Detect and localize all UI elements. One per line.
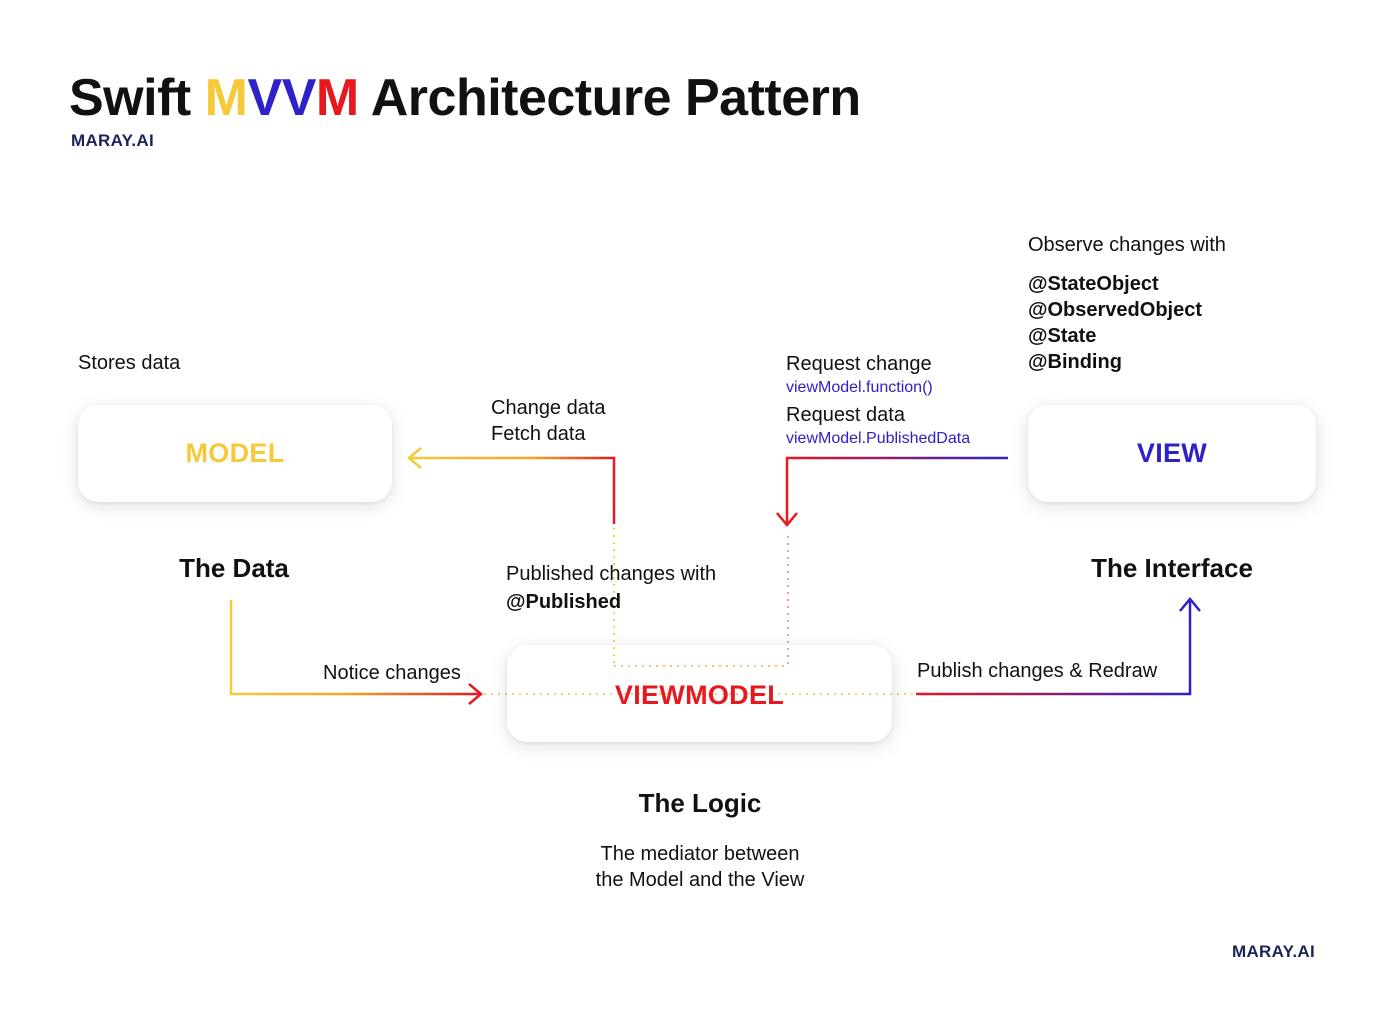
view-note: Observe changes with <box>1028 234 1226 256</box>
wrapper-state: @State <box>1028 325 1097 347</box>
wrapper-binding: @Binding <box>1028 351 1122 373</box>
arrowhead-vm-left <box>468 683 483 705</box>
arrow-model-to-vm <box>229 600 480 696</box>
title-letter-m1: M <box>204 69 248 127</box>
model-label: MODEL <box>185 438 285 468</box>
viewmodel-label: VIEWMODEL <box>614 680 785 710</box>
edge-label-notice-changes: Notice changes <box>323 662 461 684</box>
model-node: MODEL <box>78 405 392 502</box>
viewmodel-description-line1: The mediator between <box>600 843 800 865</box>
model-caption: The Data <box>179 553 289 583</box>
arrow-vm-to-model <box>410 456 616 524</box>
edge-label-publish-redraw: Publish changes & Redraw <box>917 660 1158 682</box>
arrowhead-view <box>1179 597 1201 612</box>
title-suffix: Architecture Pattern <box>370 69 861 127</box>
arrowhead-vm-top <box>776 512 798 527</box>
title-prefix: Swift <box>69 69 191 127</box>
edge-label-fetch-data: Fetch data <box>491 423 586 445</box>
arrowhead-model <box>407 447 422 469</box>
viewmodel-description: The mediator between the Model and the V… <box>596 841 805 893</box>
view-wrappers: @StateObject @ObservedObject @State @Bin… <box>1028 271 1202 375</box>
edge-label-change-fetch: Change data Fetch data <box>491 395 606 447</box>
page-title: Swift MVVM Architecture Pattern <box>69 66 861 130</box>
edge-label-requests: Request change viewModel.function() Requ… <box>786 351 970 450</box>
model-note: Stores data <box>78 352 181 374</box>
published-note: Published changes with @Published <box>506 561 716 615</box>
edge-code-request-data: viewModel.PublishedData <box>786 430 971 447</box>
viewmodel-node: VIEWMODEL <box>507 645 892 742</box>
published-text: Published changes with <box>506 563 717 585</box>
edge-code-request-change: viewModel.function() <box>786 379 933 396</box>
title-letter-m2: M <box>315 69 359 127</box>
edge-label-change-data: Change data <box>491 397 606 419</box>
brand-header: MARAY.AI <box>71 131 155 150</box>
arrow-view-to-vm <box>785 456 1008 524</box>
edge-label-request-data: Request data <box>786 404 905 426</box>
edge-label-request-change: Request change <box>786 353 932 375</box>
wrapper-stateobject: @StateObject <box>1028 273 1159 295</box>
viewmodel-description-line2: the Model and the View <box>595 869 805 891</box>
title-letter-v1: V <box>247 69 283 127</box>
wrapper-observedobject: @ObservedObject <box>1028 299 1203 321</box>
brand-footer: MARAY.AI <box>1232 942 1316 961</box>
view-caption: The Interface <box>1091 553 1253 583</box>
arrow-vm-to-view <box>916 600 1192 696</box>
view-node: VIEW <box>1028 405 1316 502</box>
view-label: VIEW <box>1136 438 1208 468</box>
published-wrapper: @Published <box>506 591 622 613</box>
viewmodel-caption: The Logic <box>638 788 762 818</box>
title-letter-v2: V <box>281 69 317 127</box>
